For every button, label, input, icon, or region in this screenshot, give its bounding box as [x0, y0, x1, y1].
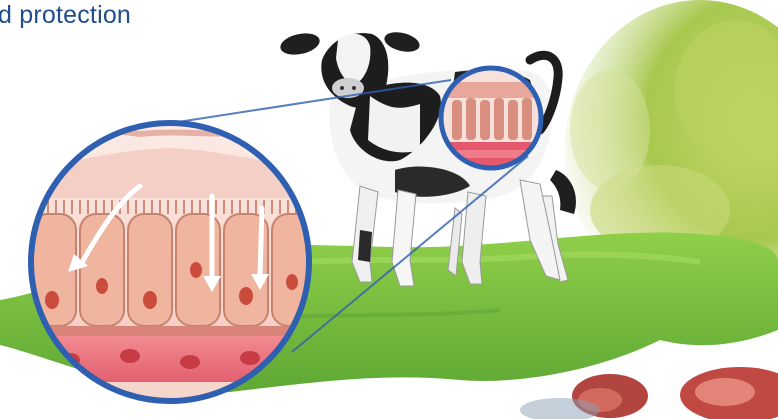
- callout-small: [440, 66, 544, 170]
- bottom-tissue-shapes: [520, 367, 778, 419]
